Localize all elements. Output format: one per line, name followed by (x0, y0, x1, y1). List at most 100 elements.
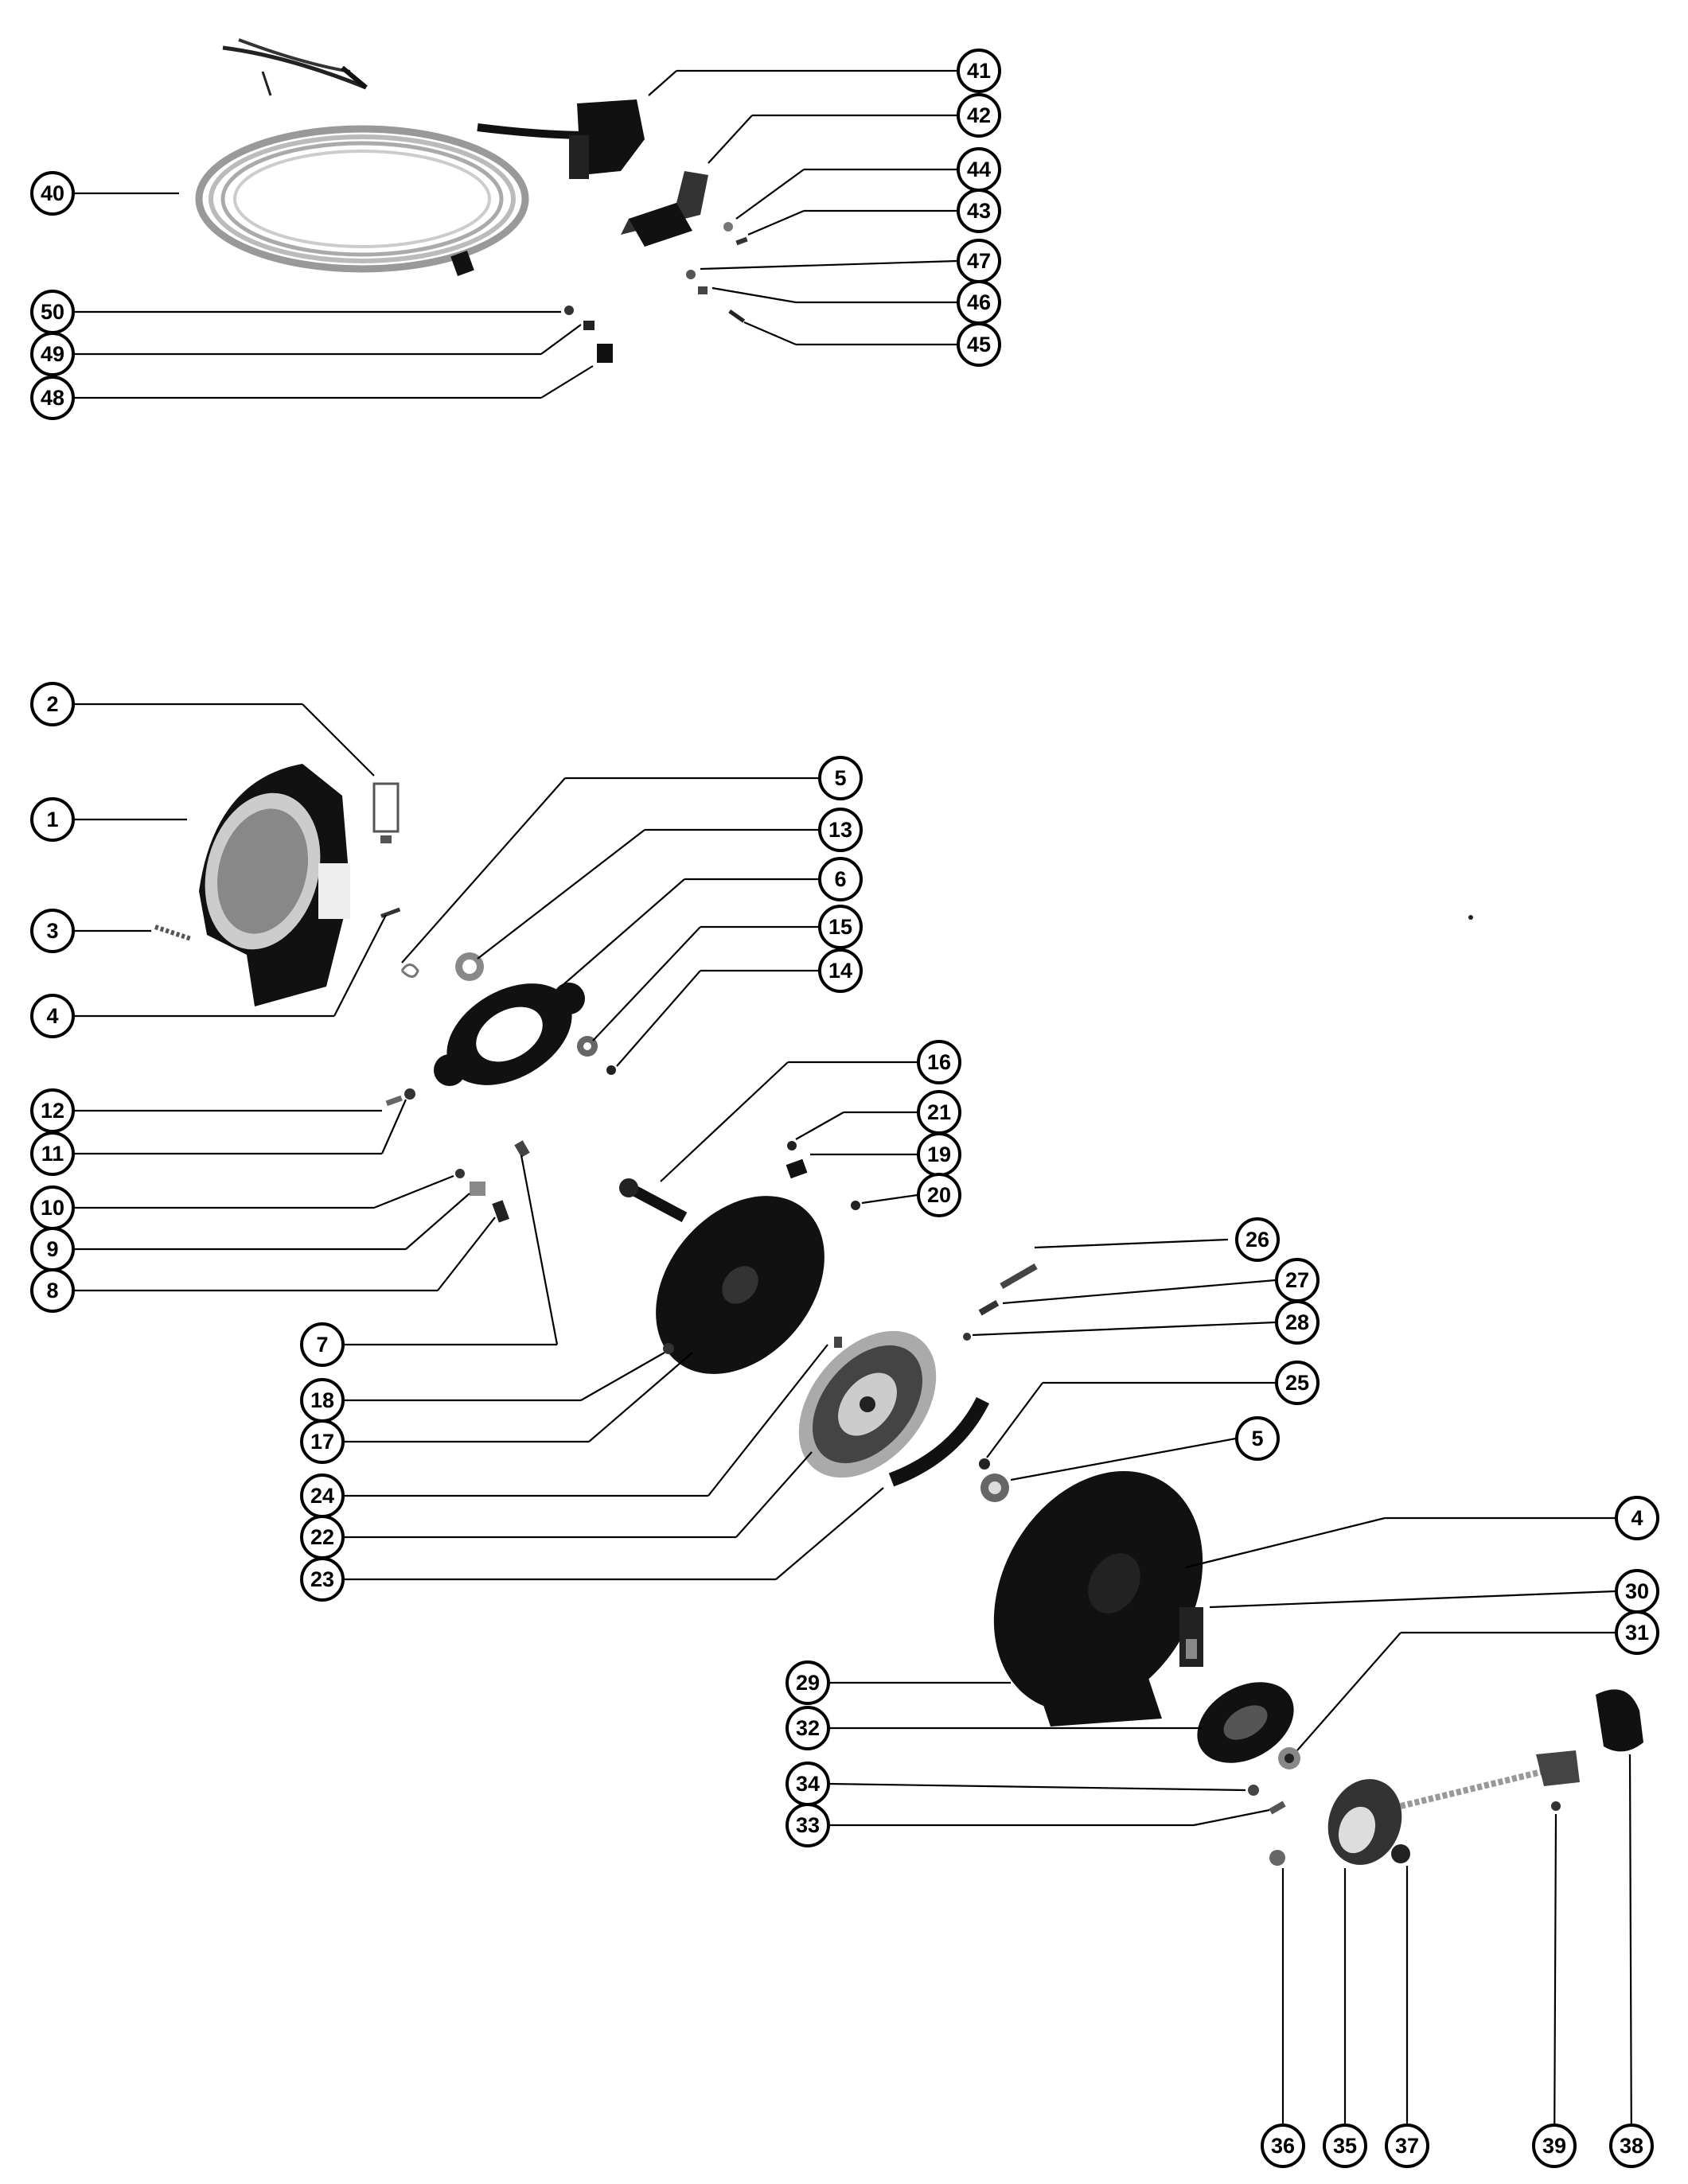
callout-27: 27 (1275, 1258, 1320, 1302)
callout-circle (300, 1557, 345, 1602)
callout-14: 14 (818, 948, 863, 993)
callout-24: 24 (300, 1474, 345, 1518)
callout-circle (957, 189, 1001, 233)
callout-number: 1 (46, 808, 58, 831)
callout-number: 46 (967, 290, 991, 314)
callout-number: 39 (1542, 2134, 1566, 2158)
hardware-26-28 (963, 1263, 1038, 1341)
disk-plate-part (656, 1196, 825, 1374)
callout-29: 29 (786, 1660, 830, 1705)
callout-number: 31 (1625, 1621, 1649, 1645)
callout-number: 47 (967, 249, 991, 273)
callout-number: 9 (46, 1237, 58, 1261)
callout-circle (957, 93, 1001, 138)
callout-number: 8 (46, 1279, 58, 1302)
small-hardware-top (564, 222, 748, 363)
callout-number: 6 (834, 867, 846, 891)
leader-lines (73, 69, 1633, 2165)
callout-number: 41 (967, 59, 991, 83)
callout-number: 36 (1271, 2134, 1295, 2158)
callout-32: 32 (786, 1706, 830, 1750)
callout-circle (30, 994, 75, 1038)
callout-number: 28 (1285, 1310, 1309, 1334)
callout-44: 44 (957, 147, 1001, 192)
callout-number: 44 (967, 158, 991, 181)
callout-number: 40 (41, 181, 64, 205)
callout-7: 7 (300, 1322, 345, 1367)
callout-number: 45 (967, 333, 991, 356)
callout-37: 37 (1385, 2124, 1429, 2168)
callout-circle (1615, 1610, 1659, 1655)
callout-number: 25 (1285, 1371, 1309, 1395)
washer-part (577, 1036, 598, 1057)
callout-circle (30, 171, 75, 216)
callout-number: 26 (1246, 1228, 1269, 1252)
small-ball-part (979, 1458, 990, 1470)
small-parts-33-34 (1248, 1785, 1286, 1815)
callout-number: 50 (41, 300, 64, 324)
callout-19: 19 (917, 1132, 961, 1177)
callout-28: 28 (1275, 1300, 1320, 1345)
spring-part (154, 925, 192, 941)
handle-assembly-part (1269, 1750, 1580, 1866)
callout-number: 18 (310, 1388, 334, 1412)
callout-number: 33 (796, 1813, 820, 1837)
callout-number: 19 (927, 1143, 951, 1166)
callout-22: 22 (300, 1515, 345, 1559)
callout-number: 5 (1251, 1427, 1263, 1450)
callout-36: 36 (1261, 2124, 1305, 2168)
callout-circle (30, 909, 75, 953)
magnet-strip-part (888, 1396, 990, 1487)
callout-number: 30 (1625, 1579, 1649, 1603)
callout-4: 4 (30, 994, 75, 1038)
small-screw-part (606, 1065, 616, 1075)
callout-number: 42 (967, 103, 991, 127)
callout-number: 12 (41, 1099, 64, 1123)
callout-circle (30, 797, 75, 842)
callout-circle (1532, 2124, 1577, 2168)
callout-number: 7 (316, 1333, 328, 1357)
callout-3: 3 (30, 909, 75, 953)
pin-24-part (834, 1337, 842, 1348)
callout-circle (957, 49, 1001, 93)
callout-circle (1235, 1416, 1280, 1461)
callout-1: 1 (30, 797, 75, 842)
callout-number: 23 (310, 1567, 334, 1591)
callout-circle (818, 808, 863, 852)
callout-number: 35 (1333, 2134, 1357, 2158)
pin-part (380, 907, 401, 918)
callout-number: 21 (927, 1100, 951, 1124)
callout-5: 5 (818, 756, 863, 800)
callout-circle (1615, 1496, 1659, 1540)
callout-48: 48 (30, 376, 75, 420)
callout-38: 38 (1609, 2124, 1654, 2168)
small-nut-part (663, 1343, 674, 1354)
callout-number: 2 (46, 692, 58, 716)
callout-circle (786, 1803, 830, 1847)
callout-8: 8 (30, 1268, 75, 1313)
callout-31: 31 (1615, 1610, 1659, 1655)
callout-10: 10 (30, 1185, 75, 1230)
nut-31-part (1278, 1747, 1300, 1769)
callout-12: 12 (30, 1088, 75, 1133)
callout-17: 17 (300, 1419, 345, 1464)
callout-43: 43 (957, 189, 1001, 233)
callout-45: 45 (957, 322, 1001, 367)
decal-part (1179, 1607, 1203, 1667)
callout-18: 18 (300, 1378, 345, 1423)
coil-ring-part (1197, 1682, 1294, 1763)
callout-circle (818, 756, 863, 800)
bushing-parts (786, 1141, 860, 1210)
callout-number: 38 (1620, 2134, 1643, 2158)
callout-11: 11 (30, 1131, 75, 1176)
flywheel-part (798, 1330, 937, 1478)
callout-circle (30, 1268, 75, 1313)
callout-21: 21 (917, 1090, 961, 1135)
callout-42: 42 (957, 93, 1001, 138)
callout-circle (818, 948, 863, 993)
callout-number: 29 (796, 1671, 820, 1695)
callout-33: 33 (786, 1803, 830, 1847)
callout-number: 43 (967, 199, 991, 223)
callout-23: 23 (300, 1557, 345, 1602)
callout-number: 49 (41, 342, 64, 366)
